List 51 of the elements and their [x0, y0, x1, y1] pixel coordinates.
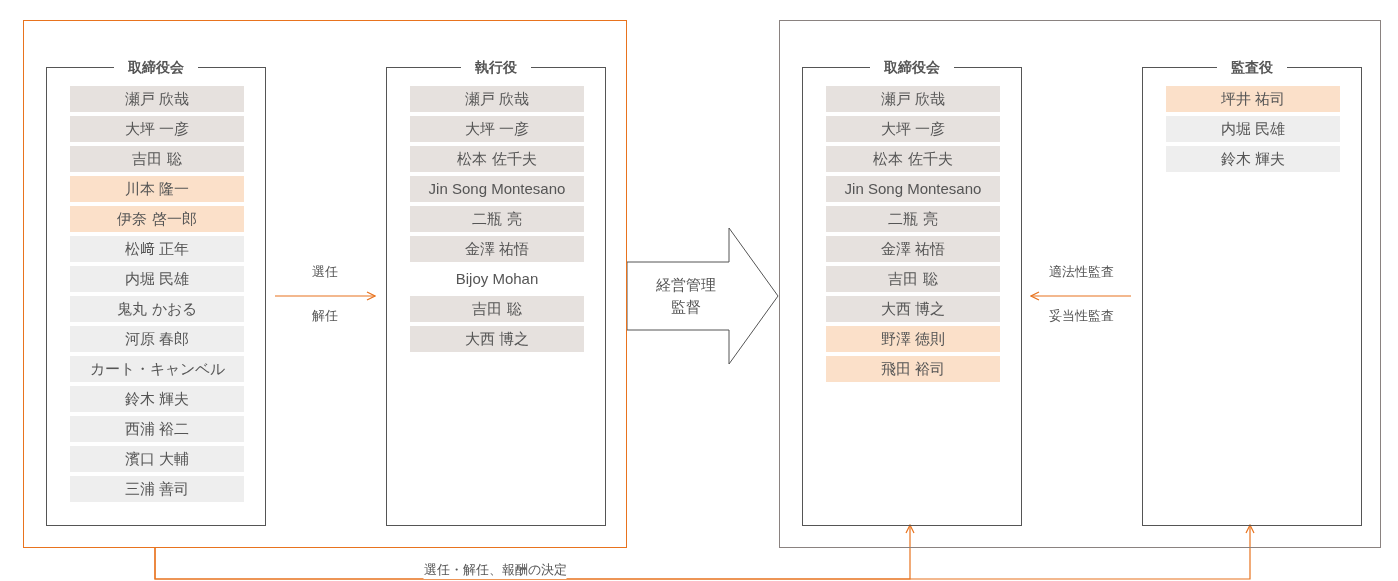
- board-heading: 監査役: [1217, 58, 1287, 76]
- name-cell: 鈴木 輝夫: [1166, 146, 1340, 172]
- name-cell: 松本 佐千夫: [826, 146, 1000, 172]
- edge-label: 適法性監査: [1048, 263, 1114, 281]
- company-box: [779, 20, 1381, 548]
- board-heading: 執行役: [461, 58, 531, 76]
- name-cell: 内堀 民雄: [70, 266, 244, 292]
- name-cell: 二瓶 亮: [826, 206, 1000, 232]
- edge-label: 選任: [312, 263, 338, 281]
- edge-label: 選任・解任、報酬の決定: [423, 561, 567, 579]
- name-cell: 吉田 聡: [70, 146, 244, 172]
- name-cell: 金澤 祐悟: [826, 236, 1000, 262]
- arrow: [1030, 291, 1132, 301]
- company-box: [23, 20, 627, 548]
- board-heading: 取締役会: [870, 58, 954, 76]
- name-cell: Jin Song Montesano: [826, 176, 1000, 202]
- name-cell: 西浦 裕二: [70, 416, 244, 442]
- name-cell: 野澤 徳則: [826, 326, 1000, 352]
- name-cell: 二瓶 亮: [410, 206, 584, 232]
- name-cell: 内堀 民雄: [1166, 116, 1340, 142]
- arrow: [274, 291, 376, 301]
- name-cell: 吉田 聡: [826, 266, 1000, 292]
- name-cell: 大坪 一彦: [70, 116, 244, 142]
- name-cell: 鬼丸 かおる: [70, 296, 244, 322]
- name-cell: 金澤 祐悟: [410, 236, 584, 262]
- name-cell: 瀬戸 欣哉: [410, 86, 584, 112]
- name-cell: 伊奈 啓一郎: [70, 206, 244, 232]
- name-cell: 松本 佐千夫: [410, 146, 584, 172]
- name-cell: 川本 隆一: [70, 176, 244, 202]
- name-cell: 大西 博之: [826, 296, 1000, 322]
- name-cell: 大西 博之: [410, 326, 584, 352]
- arrow-label: 解任: [312, 307, 338, 325]
- name-cell: 大坪 一彦: [826, 116, 1000, 142]
- name-cell: 吉田 聡: [410, 296, 584, 322]
- arrow-label: 妥当性監査: [1048, 307, 1114, 325]
- name-cell: 河原 春郎: [70, 326, 244, 352]
- name-cell: 濱口 大輔: [70, 446, 244, 472]
- edge-label: 経営管理監督: [654, 274, 718, 318]
- name-cell: 三浦 善司: [70, 476, 244, 502]
- name-cell: カート・キャンベル: [70, 356, 244, 382]
- name-cell: Bijoy Mohan: [410, 266, 584, 292]
- name-cell: 飛田 裕司: [826, 356, 1000, 382]
- name-cell: 鈴木 輝夫: [70, 386, 244, 412]
- name-cell: 瀬戸 欣哉: [826, 86, 1000, 112]
- name-cell: 大坪 一彦: [410, 116, 584, 142]
- name-cell: 松﨑 正年: [70, 236, 244, 262]
- arrow: [154, 524, 1255, 580]
- name-cell: Jin Song Montesano: [410, 176, 584, 202]
- name-cell: 瀬戸 欣哉: [70, 86, 244, 112]
- name-cell: 坪井 祐司: [1166, 86, 1340, 112]
- board-heading: 取締役会: [114, 58, 198, 76]
